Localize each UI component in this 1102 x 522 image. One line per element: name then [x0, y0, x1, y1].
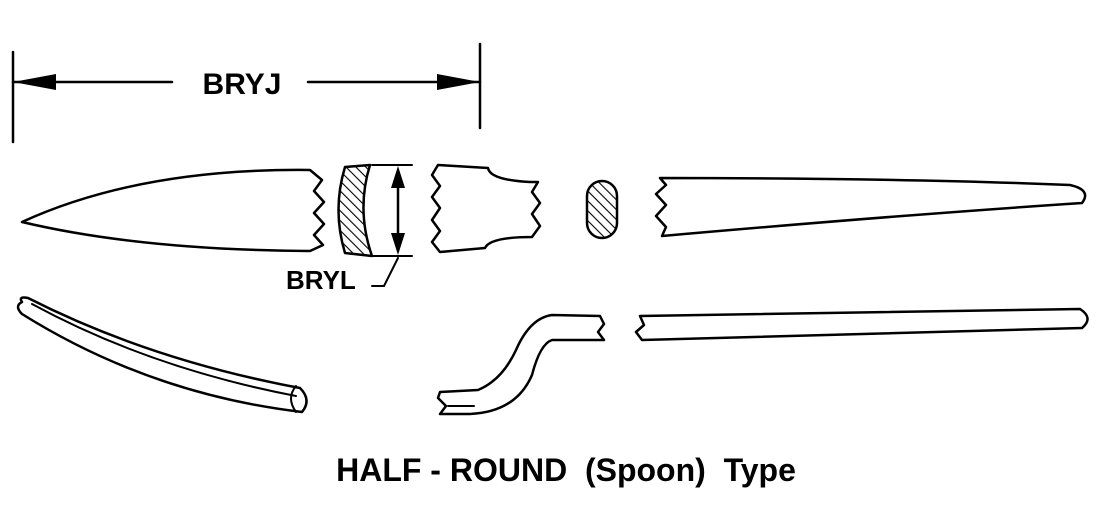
- arrowhead-right-icon: [437, 74, 480, 90]
- blade-side-inner-line: [31, 303, 297, 397]
- blade-side-outline: [16, 296, 308, 414]
- handle-cross-section: [585, 179, 619, 240]
- shank-side-outline: [436, 313, 606, 416]
- handle-top-view: [654, 176, 1087, 238]
- bryl-leader-line: [371, 257, 399, 287]
- shank-side-view: [436, 313, 606, 416]
- shank-top-view: [430, 163, 542, 254]
- blade-cross-section: [337, 163, 374, 258]
- bryl-dimension: BRYL: [286, 164, 413, 295]
- bryl-arrow-up-icon: [391, 166, 405, 188]
- diagram-caption: HALF - ROUND (Spoon) Type: [336, 452, 796, 488]
- blade-side-break-line: [290, 385, 297, 413]
- handle-side-view: [634, 307, 1089, 342]
- arrowhead-left-icon: [13, 74, 56, 90]
- bryj-dimension: BRYJ: [11, 42, 482, 144]
- blade-side-view: [16, 296, 308, 414]
- blade-tip-top-view: [20, 168, 326, 253]
- bryl-label: BRYL: [286, 265, 356, 295]
- bryj-label: BRYJ: [203, 68, 282, 101]
- bryl-arrow-down-icon: [391, 233, 405, 255]
